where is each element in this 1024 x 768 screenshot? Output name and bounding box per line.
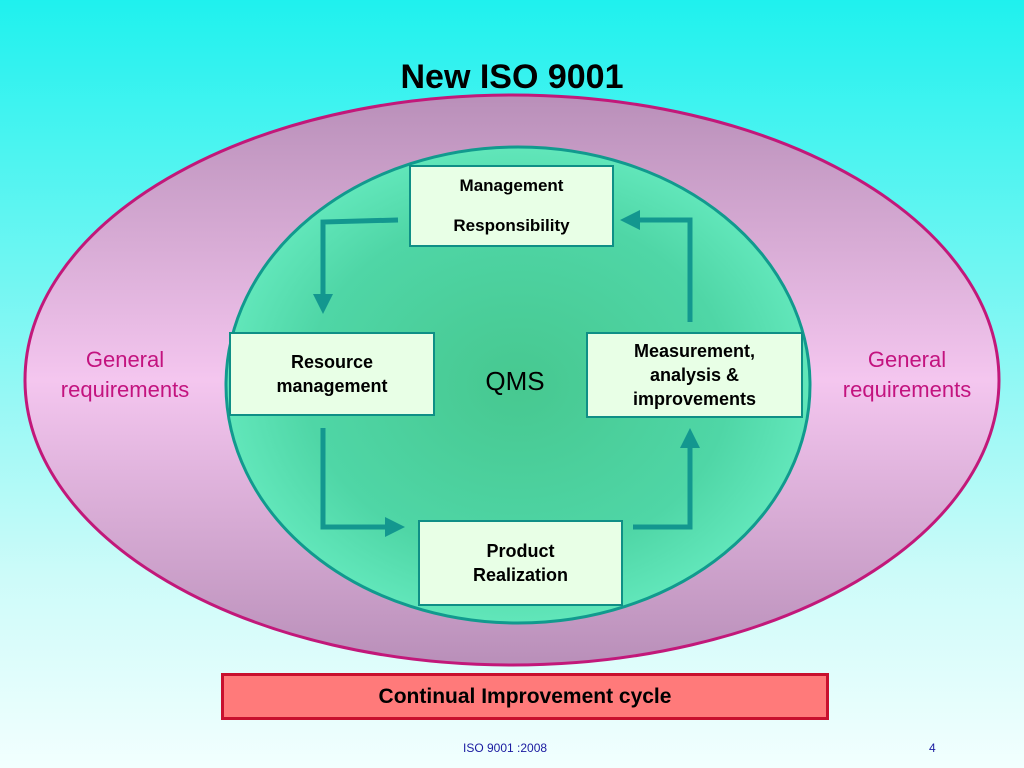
box-label-line: Realization <box>472 565 569 585</box>
general-label-line: requirements <box>842 377 972 402</box>
box-label-line: Responsibility <box>453 216 570 235</box>
arrow-product-to-measure <box>633 428 700 530</box>
measurement-analysis-box: Measurement, analysis & improvements <box>586 332 803 418</box>
arrow-mgmt-to-resource <box>313 217 399 314</box>
arrow-resource-to-product <box>320 428 405 537</box>
slide-title: New ISO 9001 <box>400 58 624 96</box>
box-label-line: Measurement, <box>633 341 756 361</box>
page-number: 4 <box>929 741 936 755</box>
general-label-line: requirements <box>60 377 190 402</box>
inner-ellipse <box>224 145 812 625</box>
box-label-line: analysis & <box>649 365 740 385</box>
footer-standard-label: ISO 9001 :2008 <box>463 741 548 755</box>
box-label-line: Management <box>459 176 564 195</box>
general-requirements-right: General requirements <box>817 345 997 405</box>
qms-label: QMS <box>485 366 545 396</box>
continual-improvement-banner: Continual Improvement cycle <box>221 673 829 720</box>
box-label-line: management <box>276 376 388 396</box>
general-label-line: General <box>85 347 165 372</box>
box-label-line: improvements <box>632 389 757 409</box>
general-requirements-left: General requirements <box>35 345 215 405</box>
box-label-line: Resource <box>290 352 374 372</box>
arrow-measure-to-mgmt <box>620 210 693 322</box>
management-responsibility-box: Management Responsibility <box>409 165 614 247</box>
box-label-line: Product <box>486 541 555 561</box>
general-label-line: General <box>867 347 947 372</box>
product-realization-box: Product Realization <box>418 520 623 606</box>
resource-management-box: Resource management <box>229 332 435 416</box>
